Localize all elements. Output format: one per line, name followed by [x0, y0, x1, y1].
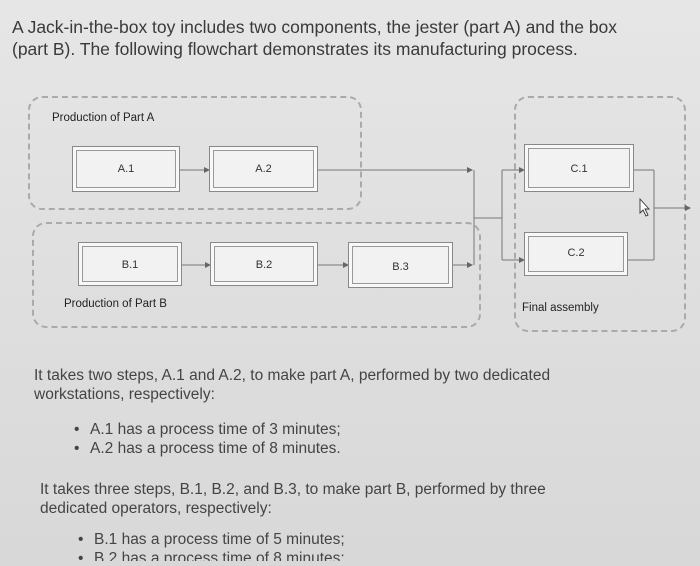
group-final-assembly — [514, 96, 686, 332]
cursor-icon — [639, 197, 651, 217]
group-part-a-label: Production of Part A — [52, 112, 155, 124]
group-final-assembly-label: Final assembly — [522, 302, 599, 314]
intro-line-2: (part B). The following flowchart demons… — [12, 39, 578, 59]
section-b-text: It takes three steps, B.1, B.2, and B.3,… — [40, 480, 546, 518]
section-a-bullets: A.1 has a process time of 3 minutes; A.2… — [74, 420, 341, 458]
step-c2: C.2 — [524, 232, 628, 276]
step-c1: C.1 — [524, 144, 634, 192]
intro-line-1: A Jack-in-the-box toy includes two compo… — [12, 17, 618, 37]
section-a-text: It takes two steps, A.1 and A.2, to make… — [34, 366, 550, 404]
section-b-line-2: dedicated operators, respectively: — [40, 500, 272, 517]
list-item: A.1 has a process time of 3 minutes; — [74, 420, 341, 439]
step-b1: B.1 — [78, 242, 182, 286]
group-part-b-label: Production of Part B — [64, 298, 167, 310]
list-item: B.1 has a process time of 5 minutes; — [78, 530, 345, 549]
step-a2: A.2 — [209, 146, 318, 192]
section-b-bullets: B.1 has a process time of 5 minutes; B.2… — [78, 530, 345, 561]
step-b2: B.2 — [210, 242, 318, 286]
group-part-b — [32, 222, 481, 328]
list-item: A.2 has a process time of 8 minutes. — [74, 439, 341, 458]
intro-text: A Jack-in-the-box toy includes two compo… — [12, 16, 682, 60]
step-b3: B.3 — [348, 242, 453, 288]
list-item: B.2 has a process time of 8 minutes; — [78, 549, 345, 561]
step-a1: A.1 — [72, 146, 180, 192]
section-a-line-1: It takes two steps, A.1 and A.2, to make… — [34, 367, 551, 384]
section-b-line-1: It takes three steps, B.1, B.2, and B.3,… — [40, 481, 546, 498]
section-a-line-2: workstations, respectively: — [34, 386, 215, 403]
group-part-a — [28, 96, 362, 210]
